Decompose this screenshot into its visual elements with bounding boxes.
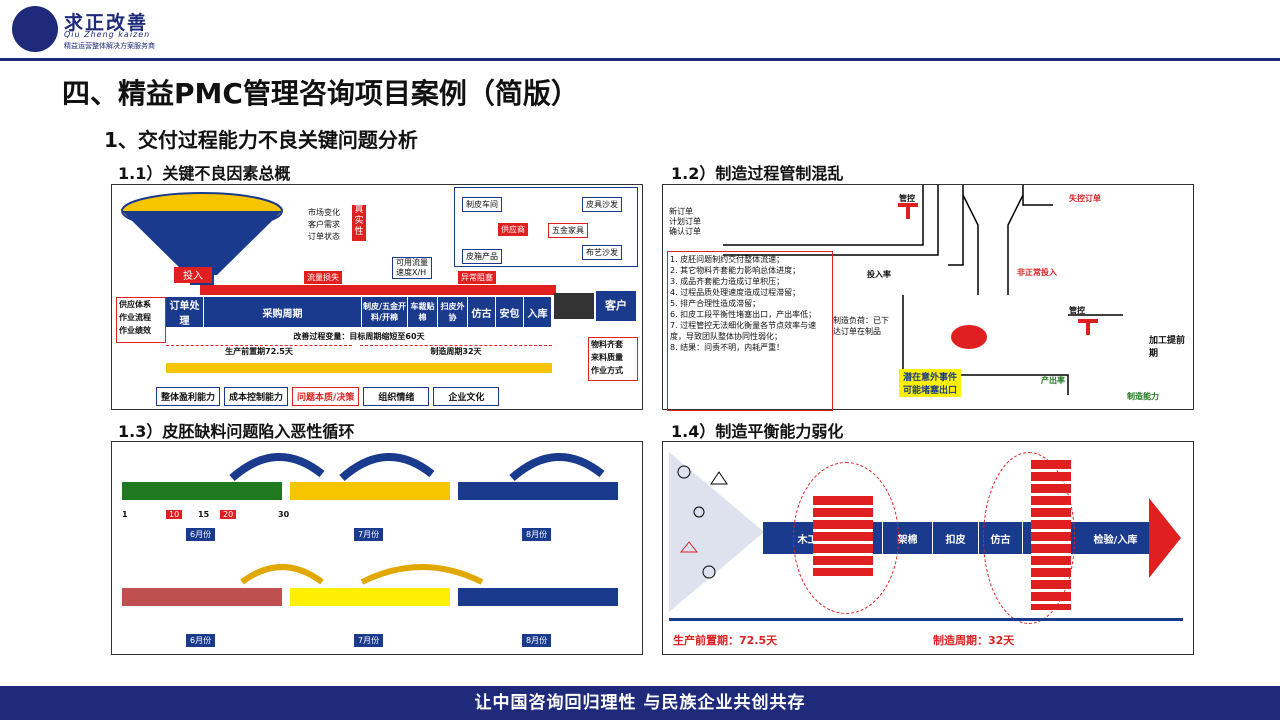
event-box: 潜在意外事件可能堵塞出口 [899, 369, 962, 397]
tick-30: 30 [278, 510, 290, 519]
bar-june-top [122, 482, 282, 500]
improve-text: 改善过程变量：目标周期缩短至60天 [293, 332, 425, 341]
pre-period: 生产前置期72.5天 [166, 345, 352, 357]
seg-store: 入库 [524, 297, 552, 327]
lead-time-label: 加工提前期 [1149, 336, 1186, 359]
mfg-period: 制造周期32天 [360, 345, 552, 357]
seg-order: 订单处理 [166, 297, 204, 327]
supplier-top: 制皮车间 [462, 197, 502, 212]
input-rate-label: 投入率 [867, 270, 891, 279]
tick-1: 1 [122, 510, 128, 519]
month-july-2: 7月份 [354, 634, 384, 647]
market-item: 市场变化 [308, 208, 340, 217]
customer-box: 客户 [596, 291, 636, 321]
highlight-oval-2 [983, 452, 1075, 624]
logo-en: Qiu Zheng kaizen [64, 30, 151, 39]
month-july: 7月份 [354, 528, 384, 541]
chevron-5: 企业文化 [433, 387, 500, 406]
month-aug: 8月份 [522, 528, 552, 541]
flow-pipe-diagram [723, 185, 1123, 395]
tick-20: 20 [220, 510, 237, 519]
header-divider [0, 58, 1280, 61]
right-material-box: 物料齐套来料质量作业方式 [588, 337, 638, 381]
end-arrow-icon [1149, 498, 1181, 578]
funnel-icon [121, 192, 283, 285]
truck-icon [554, 293, 594, 319]
bar-aug-bottom [458, 588, 618, 606]
month-june: 6月份 [186, 528, 216, 541]
month-june-2: 6月份 [186, 634, 216, 647]
yellow-bar [166, 363, 552, 373]
step-inspect: 检验/入库 [1069, 522, 1163, 554]
process-bar: 订单处理 采购周期 制皮/五金开料/开棉 车裁贴棉 扫皮外协 仿古 安包 入库 [166, 297, 552, 327]
left-system-box: 供应体系作业流程作业绩效 [116, 297, 166, 343]
timeline-line [669, 618, 1183, 621]
capacity-label: 制造能力 [1127, 392, 1159, 401]
seg-sew: 车裁贴棉 [408, 297, 438, 327]
supplier-r3: 布艺沙发 [582, 245, 622, 260]
footer-slogan: 让中国咨询回归理性 与民族企业共创共存 [0, 686, 1280, 720]
input-label: 投入 [174, 267, 212, 283]
seg-outsource: 扫皮外协 [438, 297, 468, 327]
bar-july-top [290, 482, 450, 500]
supplier-r2: 五金家具 [548, 223, 588, 238]
control-label-1: 管控 [899, 194, 915, 203]
issue-list: 1. 皮胚问题制约交付整体流速；2. 其它物料齐套能力影响总体进度；3. 成品齐… [667, 251, 833, 411]
cycle-arrows [229, 452, 605, 585]
market-item: 客户需求 [308, 220, 340, 229]
chevron-4: 组织情绪 [363, 387, 430, 406]
pre-period-label: 生产前置期：72.5天 [673, 634, 778, 647]
panel-vicious-cycle: 1 10 15 20 30 6月份 7月份 8月份 6月份 7月份 8月份 [111, 441, 643, 655]
chevron-2: 成本控制能力 [224, 387, 289, 406]
lost-order-label: 失控订单 [1069, 194, 1101, 203]
highlight-oval-1 [793, 462, 899, 614]
logo-name: 求正改善 [64, 12, 149, 34]
chevron-3: 问题本质/决策 [292, 387, 360, 406]
bottom-chevrons: 整体盈利能力 成本控制能力 问题本质/决策 组织情绪 企业文化 [156, 387, 500, 406]
logo-icon [12, 6, 58, 52]
output-rate-label: 产出率 [1041, 376, 1065, 385]
control-label-2: 管控 [1069, 306, 1085, 315]
flow-red-bar [200, 285, 556, 295]
supplier-r1: 皮具沙发 [582, 197, 622, 212]
bar-aug-top [458, 482, 618, 500]
material-shapes [669, 452, 764, 612]
page-subtitle: 1、交付过程能力不良关键问题分析 [104, 128, 418, 152]
section-heading-1-2: 1.2）制造过程管制混乱 [671, 164, 844, 183]
seg-purchase: 采购周期 [204, 297, 362, 327]
order-types: 新订单计划订单确认订单 [669, 207, 701, 236]
page-title: 四、精益PMC管理咨询项目案例（简版） [62, 77, 579, 110]
supplier-mid: 供应商 [498, 223, 528, 236]
tick-15: 15 [198, 510, 210, 519]
tick-10: 10 [166, 510, 183, 519]
panel-balance: 木工、裁剪 架棉 扣皮 仿古 安/包 检验/入库 生产前置期：72.5天 制造周… [662, 441, 1194, 655]
mfg-period-label: 制造周期：32天 [933, 634, 1015, 647]
real-badge: 真实性 [352, 205, 366, 241]
seg-pack: 安包 [496, 297, 524, 327]
usable-flow: 可用流量速度X/H [392, 257, 432, 279]
seg-cut: 制皮/五金开料/开棉 [362, 297, 408, 327]
load-label: 制造负荷：已下达订单在制品 [833, 316, 889, 336]
panel-key-factors: 投入 市场变化 客户需求 订单状态 真实性 制皮车间 供应商 皮具沙发 五金家具… [111, 184, 643, 410]
bar-july-bottom [290, 588, 450, 606]
month-aug-2: 8月份 [522, 634, 552, 647]
section-heading-1-1: 1.1）关键不良因素总概 [118, 164, 291, 183]
panel-mfg-control: 新订单计划订单确认订单 管控 失控订单 投入率 非正常投入 1. 皮胚问题制约交… [662, 184, 1194, 411]
logo-tagline: 精益运营整体解决方案服务商 [64, 42, 155, 50]
supplier-network [454, 187, 638, 267]
chevron-1: 整体盈利能力 [156, 387, 221, 406]
flow-loss-label: 流量损失 [304, 271, 342, 284]
seg-antique: 仿古 [468, 297, 496, 327]
section-heading-1-4: 1.4）制造平衡能力弱化 [671, 422, 844, 441]
bar-june-bottom [122, 588, 282, 606]
abnormal-input-label: 非正常投入 [1017, 268, 1057, 277]
abnormal-label: 异常阻塞 [458, 271, 496, 284]
section-heading-1-3: 1.3）皮胚缺料问题陷入恶性循环 [118, 422, 355, 441]
step-skin: 扣皮 [933, 522, 979, 554]
market-item: 订单状态 [308, 232, 340, 241]
supplier-left: 皮箱产品 [462, 249, 502, 264]
